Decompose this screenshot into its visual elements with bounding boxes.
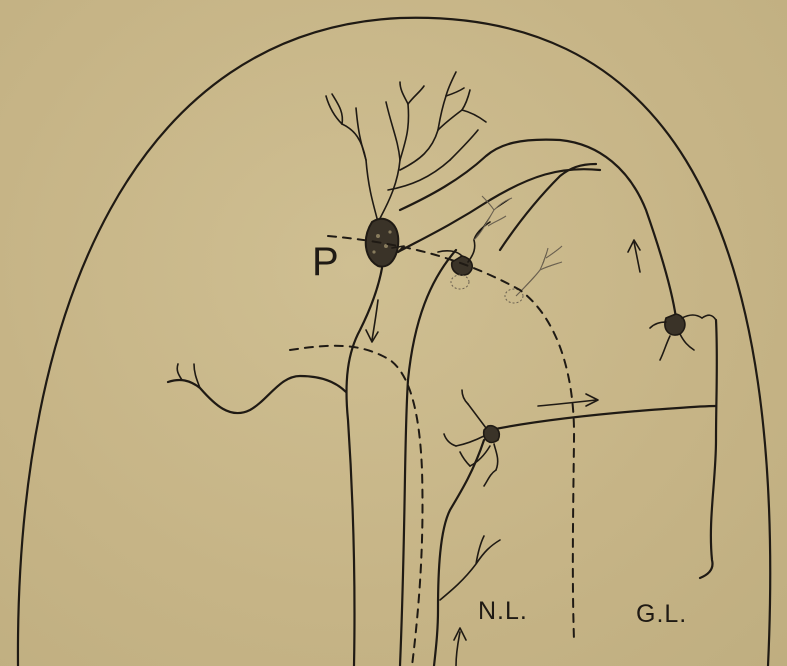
horizontal-fiber (490, 406, 716, 430)
left-branching-fiber (168, 376, 346, 413)
purkinje-dendrite-tree (326, 72, 486, 222)
outer-arch-outline (18, 18, 770, 666)
parallel-fiber (398, 169, 600, 252)
arrow-right-fiber (538, 394, 598, 406)
arrow-down-axon (366, 300, 378, 342)
golgi-axon (700, 320, 717, 578)
label-purkinje: P (312, 240, 340, 285)
granule-cluster-1 (451, 275, 469, 289)
purkinje-axon (347, 268, 383, 666)
label-granular-layer: G.L. (636, 600, 687, 629)
arrow-up-golgi (628, 240, 640, 272)
stellate-cell-small (452, 256, 473, 275)
arrow-up-bottom (454, 628, 466, 666)
faint-dendrite-2 (516, 246, 562, 296)
fiber-inner (500, 164, 596, 250)
ascending-fiber (434, 440, 484, 666)
faint-dendrite-1 (474, 196, 512, 240)
descending-fiber (400, 250, 456, 666)
purkinje-cell-body (366, 219, 399, 267)
dashed-boundary-top (328, 236, 574, 640)
label-nuclear-layer: N.L. (478, 597, 528, 626)
ascending-fiber-branch (440, 536, 500, 600)
